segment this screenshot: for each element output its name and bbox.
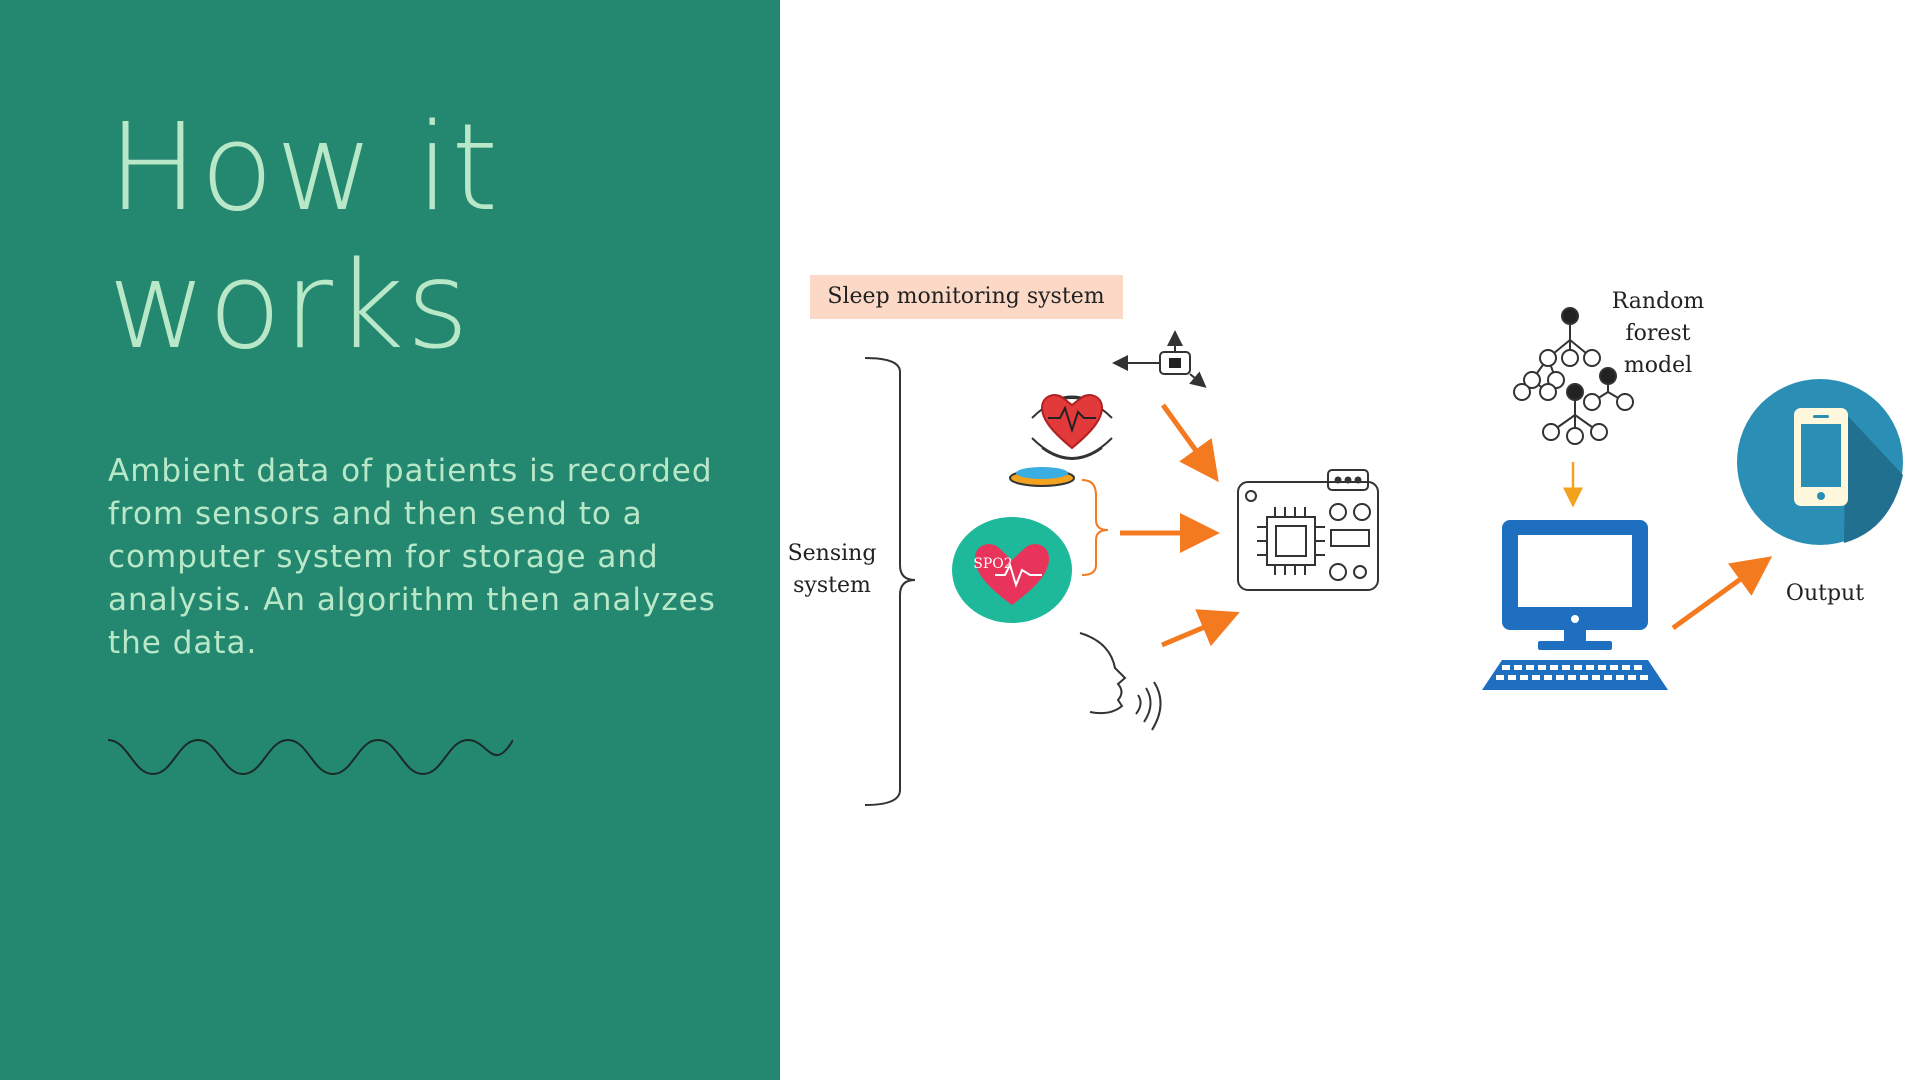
sleep-monitoring-diagram: Sleep monitoring system Sensing system S…: [788, 275, 1903, 806]
left-panel: How it works Ambient data of patients is…: [0, 0, 780, 1080]
arrow-voice-to-board: [1161, 609, 1240, 648]
sensing-label-line1: Sensing: [788, 541, 877, 566]
wave-divider: [108, 738, 513, 776]
model-label-line1: Random: [1612, 289, 1705, 314]
spo2-sensor-icon: SPO2: [952, 517, 1072, 623]
model-label-line2: forest: [1625, 321, 1690, 346]
sensor-group-brace: [1081, 479, 1109, 576]
arrow-motion-to-board: [1160, 403, 1219, 483]
phone-output-icon: [1737, 379, 1903, 545]
slide-description: Ambient data of patients is recorded fro…: [108, 453, 716, 661]
model-label-line3: model: [1624, 353, 1692, 378]
motion-sensor-icon: [1112, 330, 1207, 388]
arrow-computer-to-output: [1671, 556, 1773, 631]
random-forest-icon: [1513, 307, 1634, 445]
sensing-label-line2: system: [793, 573, 871, 598]
output-label: Output: [1786, 581, 1864, 606]
slide-title: How it works: [108, 99, 501, 376]
heart-sensor-icon: [1009, 394, 1113, 487]
sensing-brace: [864, 357, 916, 806]
diagram-header-text: Sleep monitoring system: [827, 284, 1104, 309]
computer-icon: [1482, 520, 1668, 690]
spo2-label: SPO2: [973, 556, 1012, 572]
diagram-header: Sleep monitoring system: [810, 275, 1123, 319]
microcontroller-board-icon: [1237, 469, 1379, 591]
voice-sensor-icon: [1079, 632, 1162, 731]
